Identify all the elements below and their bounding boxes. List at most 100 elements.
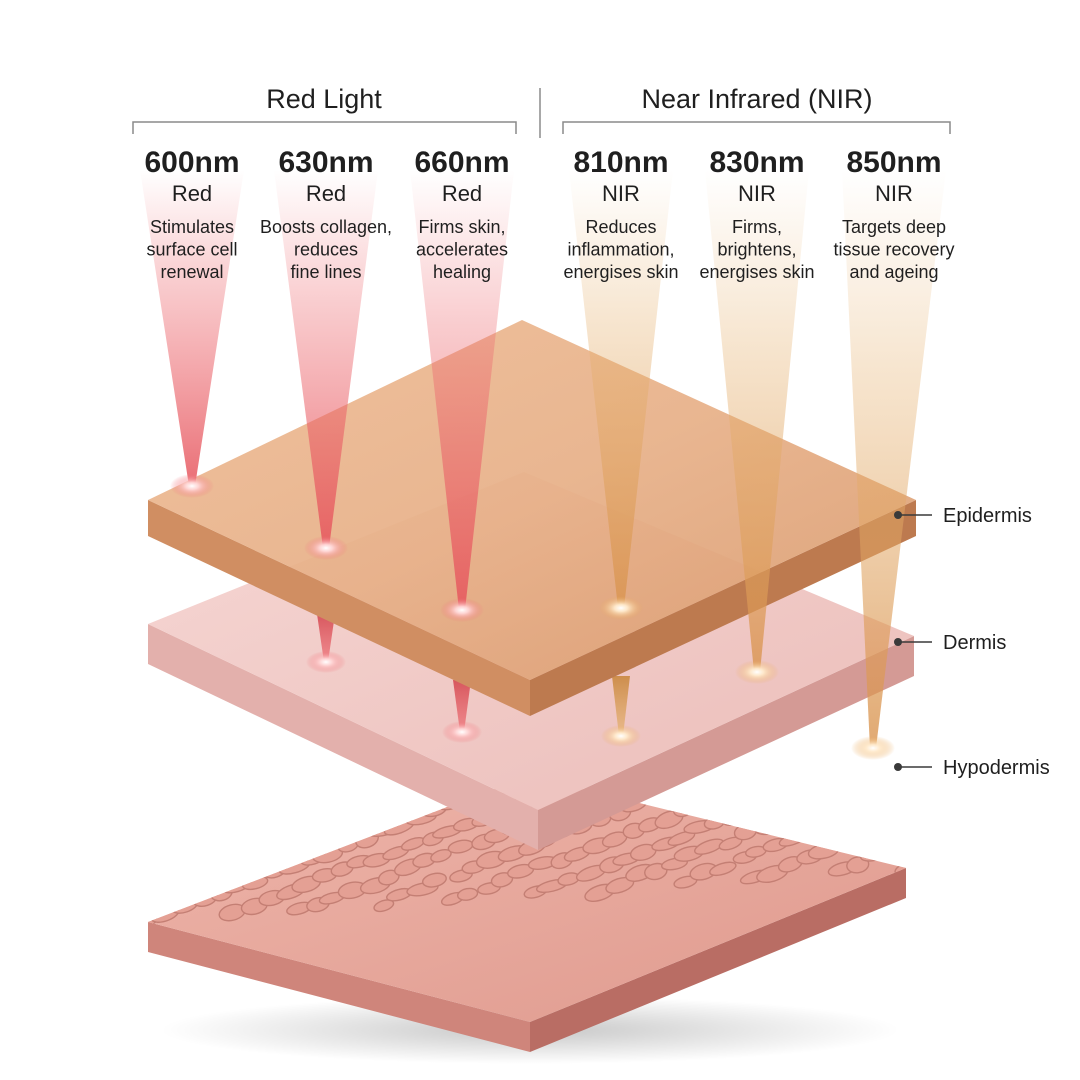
- layer-label-text: Hypodermis: [943, 757, 1050, 779]
- hypodermis-side-left: [148, 922, 530, 1052]
- layer-label-dermis: Dermis: [894, 632, 1006, 654]
- fat-cell: [1046, 774, 1072, 791]
- fat-cell: [937, 792, 966, 813]
- fat-cell: [1034, 730, 1060, 751]
- fat-cell: [846, 856, 870, 874]
- fat-cell: [974, 803, 998, 823]
- group-near-infrared: Near Infrared (NIR): [562, 84, 951, 134]
- fat-cell: [700, 776, 724, 787]
- fat-cell: [801, 796, 832, 813]
- wavelength-description-line: energises skin: [699, 262, 814, 282]
- glow-660nm: [440, 598, 484, 622]
- light-beams: [140, 170, 946, 748]
- wavelength-kind: NIR: [738, 181, 776, 206]
- fat-cell: [764, 776, 790, 786]
- layer-label-text: Dermis: [943, 632, 1006, 654]
- fat-cell: [1076, 790, 1080, 810]
- fat-cell: [1056, 795, 1080, 813]
- deep-glow-810nm: [601, 725, 641, 747]
- wavelength-value: 810nm: [573, 146, 668, 179]
- fat-cell: [850, 827, 876, 843]
- group-title-red-light: Red Light: [266, 84, 382, 114]
- wavelength-description-line: Stimulates: [150, 217, 234, 237]
- wavelength-description-line: reduces: [294, 240, 358, 260]
- fat-cell: [905, 740, 928, 757]
- wavelength-value: 600nm: [144, 146, 239, 179]
- wavelength-kind: Red: [306, 181, 346, 206]
- fat-cell: [787, 806, 818, 823]
- wavelength-value: 660nm: [414, 146, 509, 179]
- fat-cell: [709, 861, 737, 877]
- fat-cell: [877, 838, 906, 856]
- wavelength-description-line: renewal: [160, 262, 223, 282]
- layer-label-hypodermis: Hypodermis: [894, 757, 1050, 779]
- wavelength-value: 630nm: [278, 146, 373, 179]
- group-red-light: Red Light: [132, 84, 517, 134]
- fat-cell: [1001, 814, 1029, 833]
- deep-glow-630nm: [306, 651, 346, 673]
- fat-cell: [960, 786, 984, 803]
- fat-cell: [456, 887, 479, 901]
- fat-cell: [697, 796, 720, 811]
- fat-cell: [798, 779, 823, 797]
- glow-830nm: [735, 660, 779, 684]
- fat-cell: [891, 787, 906, 803]
- fat-cell: [422, 872, 447, 888]
- fat-cell: [826, 791, 853, 807]
- fat-cell: [1018, 812, 1051, 831]
- bracket-red-light: [132, 121, 517, 134]
- wavelength-description-line: Firms skin,: [419, 217, 506, 237]
- epidermis-side-right: [530, 500, 916, 716]
- wavelength-description-line: brightens,: [717, 240, 796, 260]
- layer-label-epidermis: Epidermis: [894, 505, 1032, 527]
- wavelength-description-line: Firms,: [732, 217, 782, 237]
- fat-cell: [853, 798, 885, 819]
- deep-glow-660nm: [442, 721, 482, 743]
- fat-cell: [864, 825, 897, 842]
- fat-cell: [837, 806, 865, 824]
- fat-cell: [813, 815, 846, 834]
- fat-cell: [833, 835, 859, 852]
- hypodermis-side-right: [530, 868, 906, 1052]
- fat-cell: [941, 837, 976, 860]
- wavelength-description-line: healing: [433, 262, 491, 282]
- fat-cell: [909, 853, 943, 872]
- hypodermis-top: [148, 776, 906, 1022]
- beam-cone-850nm: [842, 170, 946, 748]
- fat-cell: [936, 815, 962, 836]
- layer-label-text: Epidermis: [943, 505, 1032, 527]
- fat-cell: [802, 750, 831, 769]
- beam-stem-630nm: [317, 614, 335, 662]
- wavelength-description-line: energises skin: [563, 262, 678, 282]
- fat-cell: [741, 802, 766, 818]
- fat-cell: [930, 846, 956, 864]
- fat-cell: [800, 826, 824, 840]
- dermis-side-left: [148, 624, 538, 850]
- fat-cell: [874, 800, 896, 814]
- fat-cell: [754, 818, 785, 836]
- beam-cone-810nm: [569, 170, 673, 608]
- fat-cell: [711, 786, 733, 804]
- glow-850nm: [851, 736, 895, 760]
- fat-cell: [730, 781, 754, 797]
- surface-glows: [170, 474, 895, 760]
- wavelength-description-line: accelerates: [416, 240, 508, 260]
- fat-cell: [897, 835, 906, 852]
- fat-cell: [373, 899, 395, 913]
- fat-cell: [817, 744, 843, 761]
- wavelength-description-line: fine lines: [290, 262, 361, 282]
- wavelength-kind: NIR: [602, 181, 640, 206]
- wavelength-kind: NIR: [875, 181, 913, 206]
- fat-cell: [877, 776, 906, 787]
- fat-cell: [808, 776, 838, 791]
- fat-cell: [1006, 793, 1029, 811]
- fat-cell: [1053, 726, 1077, 742]
